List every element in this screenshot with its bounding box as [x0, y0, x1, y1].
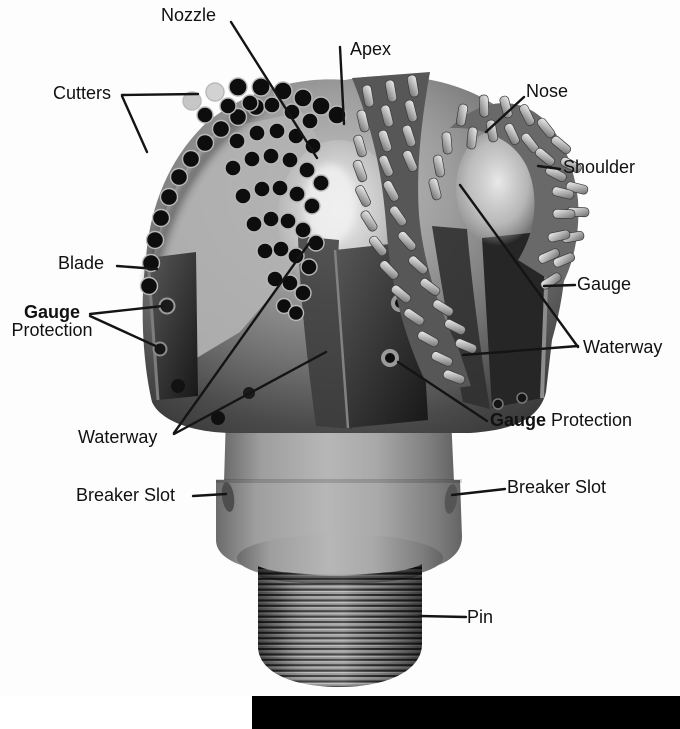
- leader-breaker-slot-left: [191, 492, 228, 498]
- label-gauge-protection-right-rest: Protection: [551, 410, 633, 430]
- leader-shoulder: [536, 164, 562, 171]
- leader-waterway-right-a: [458, 183, 580, 349]
- footer-bar-overlay: [252, 696, 680, 729]
- label-apex: Apex: [350, 39, 392, 59]
- leader-blade: [115, 264, 159, 271]
- leader-gauge-protection-left-a: [88, 304, 165, 316]
- leader-cutters-top: [120, 92, 200, 97]
- leader-waterway-left-a: [172, 240, 312, 435]
- gauge-pad-left: [148, 252, 198, 400]
- label-gauge-protection-left-line2: Protection: [11, 320, 93, 340]
- leader-waterway-left-b: [172, 350, 328, 436]
- label-shoulder: Shoulder: [563, 157, 636, 177]
- waterway-channel-center: [298, 236, 352, 429]
- shoulder-band: [450, 103, 579, 287]
- leader-waterway-right-b: [461, 344, 580, 357]
- leader-breaker-slot-right: [450, 487, 507, 497]
- label-nozzle: Nozzle: [161, 5, 217, 25]
- breaker-slot-left-notch: [221, 482, 235, 512]
- label-gauge-protection-left: Gauge Protection: [0, 303, 104, 339]
- breaker-slot-right-notch: [444, 484, 458, 514]
- leader-gauge-protection-left-b: [88, 314, 162, 350]
- leader-pin: [418, 614, 468, 619]
- shoulder-studs: [428, 94, 590, 290]
- leader-nose: [484, 95, 526, 134]
- nose-highlight: [456, 130, 540, 246]
- bit-head: [139, 72, 590, 434]
- leader-gauge-protection-right: [396, 360, 489, 423]
- waterway-channel-right: [432, 226, 490, 409]
- label-waterway-left: Waterway: [78, 427, 158, 447]
- gauge-pad-right: [482, 231, 548, 408]
- bit-pin: [258, 564, 422, 687]
- label-nose: Nose: [526, 81, 569, 101]
- label-gauge-protection-left-line1: Gauge: [23, 302, 80, 322]
- label-pin: Pin: [467, 607, 494, 627]
- center-blade-studs: [352, 74, 477, 385]
- label-gauge: Gauge: [577, 274, 632, 294]
- leader-gauge-right: [542, 283, 577, 288]
- bit-shank: [216, 416, 462, 582]
- label-breaker-slot-right: Breaker Slot: [507, 477, 607, 497]
- leader-apex: [338, 45, 346, 126]
- leader-cutters-side: [120, 94, 149, 154]
- label-breaker-slot-left: Breaker Slot: [76, 485, 176, 505]
- label-blade: Blade: [58, 253, 105, 273]
- label-gauge-protection-right-bold: Gauge: [490, 410, 547, 430]
- label-waterway-right: Waterway: [583, 337, 663, 357]
- label-cutters: Cutters: [53, 83, 112, 103]
- leader-nozzle: [229, 20, 319, 160]
